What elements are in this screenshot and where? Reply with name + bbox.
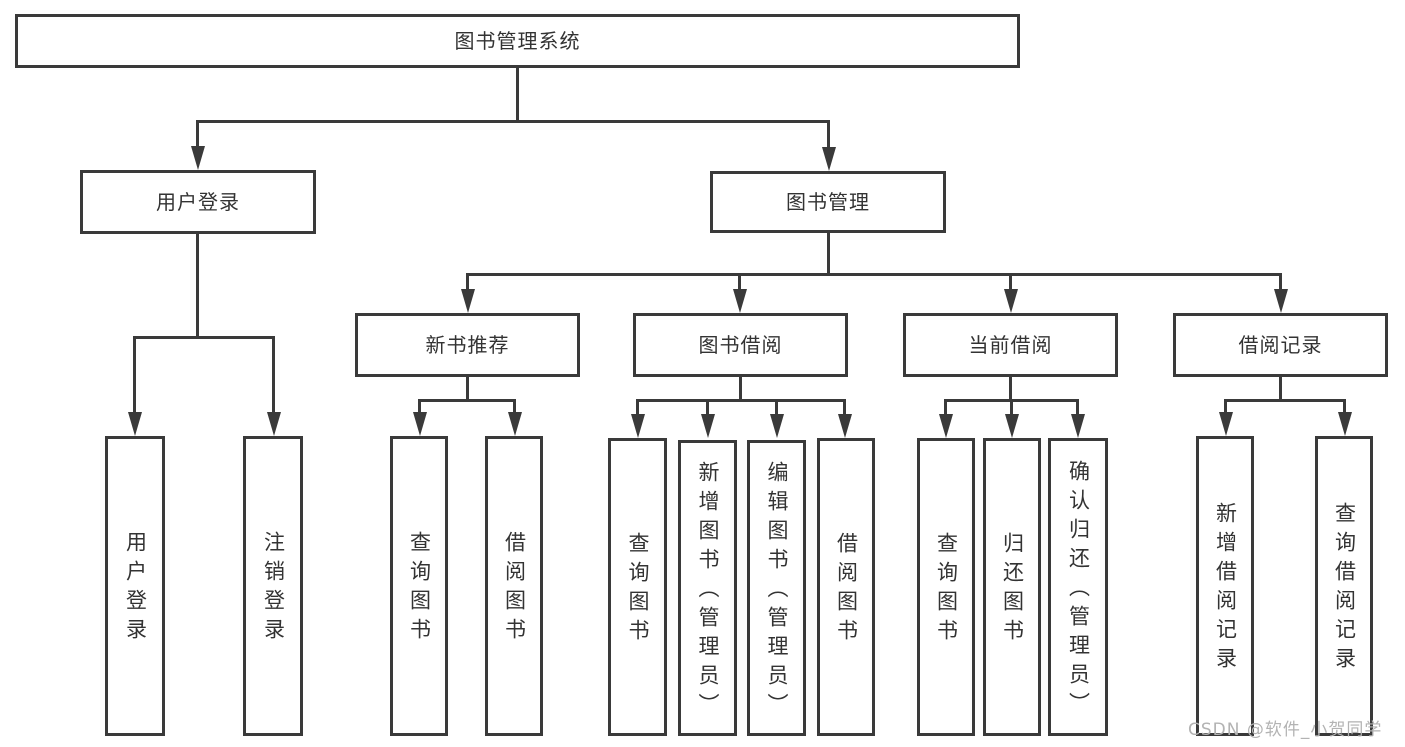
arrowhead-icon [1004,289,1018,313]
connector-line [133,336,136,416]
leaf-query-books-borrow: 查询图书 [608,438,667,736]
leaf-return-book: 归还图书 [983,438,1041,736]
csdn-watermark: CSDN @软件_小贺同学 [1188,720,1383,740]
node-book-management: 图书管理 [710,171,946,233]
leaf-edit-book-admin: 编辑图书（管理员） [747,440,806,736]
arrowhead-icon [770,414,784,438]
node-root: 图书管理系统 [15,14,1020,68]
arrowhead-icon [631,414,645,438]
connector-line [466,377,469,399]
node-current-borrow: 当前借阅 [903,313,1118,377]
node-borrow-records: 借阅记录 [1173,313,1388,377]
connector-line [513,399,516,417]
connector-line [843,399,846,417]
arrowhead-icon [1219,412,1233,436]
leaf-query-books-current: 查询图书 [917,438,975,736]
connector-line [738,273,741,295]
connector-line [516,68,519,120]
connector-line [636,399,846,402]
connector-line [418,399,421,417]
connector-line [1009,273,1012,295]
leaf-borrow-books-recommend: 借阅图书 [485,436,543,736]
arrowhead-icon [939,414,953,438]
connector-line [1010,399,1013,417]
node-book-borrow: 图书借阅 [633,313,848,377]
connector-line [1279,273,1282,295]
node-new-book-recommend: 新书推荐 [355,313,580,377]
connector-line [739,377,742,399]
arrowhead-icon [701,414,715,438]
connector-line [706,399,709,417]
connector-line [775,399,778,417]
connector-line [827,120,830,151]
connector-line [1279,377,1282,399]
leaf-add-book-admin: 新增图书（管理员） [678,440,737,736]
connector-line [944,399,947,417]
connector-line [1224,399,1345,402]
arrowhead-icon [1338,412,1352,436]
leaf-confirm-return-admin: 确认归还（管理员） [1048,438,1108,736]
connector-line [196,234,199,336]
connector-line [466,273,469,295]
connector-line [272,336,275,416]
leaf-add-borrow-record: 新增借阅记录 [1196,436,1254,736]
leaf-user-login: 用户登录 [105,436,165,736]
arrowhead-icon [508,412,522,436]
arrowhead-icon [1071,414,1085,438]
arrowhead-icon [128,412,142,436]
leaf-query-borrow-record: 查询借阅记录 [1315,436,1373,736]
connector-line [196,120,199,150]
arrowhead-icon [1274,289,1288,313]
connector-line [636,399,639,417]
arrowhead-icon [733,289,747,313]
connector-line [1076,399,1079,417]
arrowhead-icon [413,412,427,436]
arrowhead-icon [838,414,852,438]
arrowhead-icon [461,289,475,313]
connector-line [418,399,516,402]
arrowhead-icon [267,412,281,436]
arrowhead-icon [191,146,205,170]
leaf-query-books-recommend: 查询图书 [390,436,448,736]
connector-line [1343,399,1346,417]
node-user-login: 用户登录 [80,170,316,234]
arrowhead-icon [822,147,836,171]
connector-line [1009,377,1012,399]
connector-line [827,233,830,273]
connector-line [133,336,275,339]
leaf-logout: 注销登录 [243,436,303,736]
arrowhead-icon [1005,414,1019,438]
connector-line [466,273,1281,276]
leaf-borrow-books: 借阅图书 [817,438,875,736]
connector-line [197,120,829,123]
connector-line [1224,399,1227,417]
